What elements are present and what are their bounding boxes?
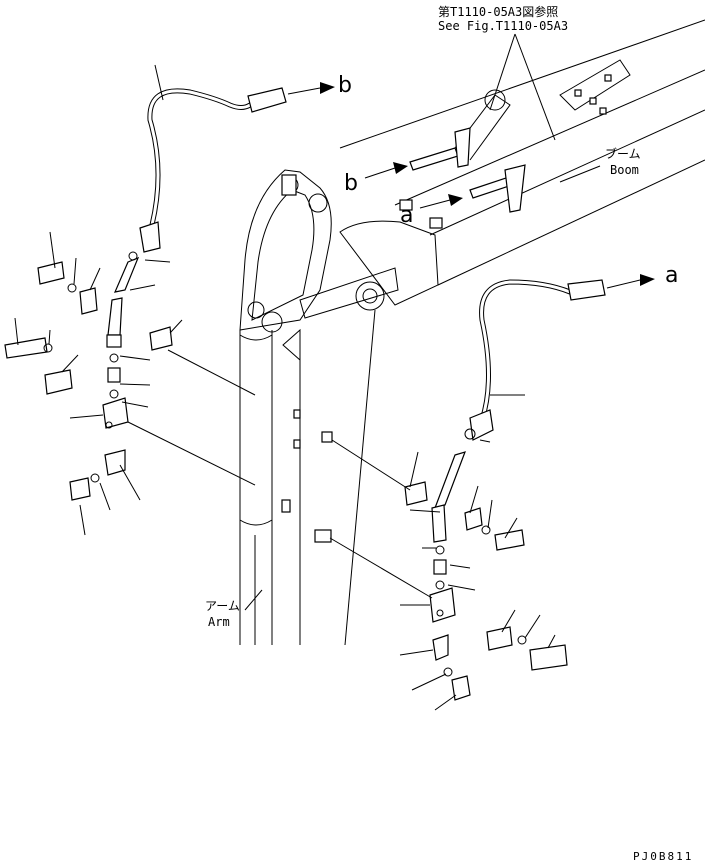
arm-leader xyxy=(244,589,263,611)
reference-en: See Fig.T1110-05A3 xyxy=(438,19,568,33)
hose-b-assembly xyxy=(139,64,335,253)
reference-leader-lines xyxy=(489,33,556,141)
boom-leader xyxy=(559,165,601,183)
connection-label-a-right: a xyxy=(665,263,678,288)
connection-arrow-b xyxy=(364,162,408,179)
connection-label-b-top: b xyxy=(338,73,352,98)
connection-arrow-a xyxy=(419,194,463,209)
connection-label-b-boom: b xyxy=(344,171,358,196)
right-fittings xyxy=(329,428,568,711)
arm-label-en: Arm xyxy=(208,615,230,629)
reference-jp: 第T1110-05A3図参照 xyxy=(438,4,558,19)
connection-label-a-boom: a xyxy=(400,203,413,228)
boom-label-en: Boom xyxy=(610,163,639,177)
drawing-code: PJ0B811 xyxy=(633,850,693,863)
hose-a-assembly xyxy=(469,274,655,441)
arm-label-jp: アーム xyxy=(205,599,240,613)
left-fittings xyxy=(4,231,256,536)
boom-label-jp: ブーム xyxy=(605,146,641,161)
boom-structure xyxy=(299,19,705,319)
arm-structure xyxy=(239,169,376,646)
